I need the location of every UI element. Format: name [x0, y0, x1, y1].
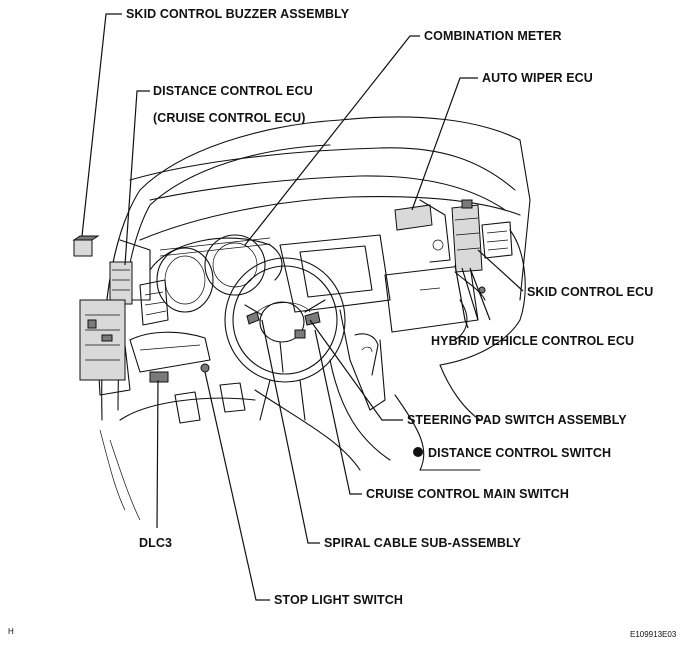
- label-auto-wiper-ecu: AUTO WIPER ECU: [482, 71, 593, 85]
- label-cruise-control-ecu: (CRUISE CONTROL ECU): [153, 111, 305, 125]
- label-combination-meter: COMBINATION METER: [424, 29, 562, 43]
- distance-ecu-part: [109, 261, 133, 305]
- dlc3-part: [149, 371, 169, 383]
- figure-code: E109913E03: [630, 630, 677, 639]
- buzzer-part: [73, 239, 93, 257]
- skid-control-ecu-part: [451, 204, 483, 273]
- label-stop-light-switch: STOP LIGHT SWITCH: [274, 593, 403, 607]
- label-skid-control-ecu: SKID CONTROL ECU: [527, 285, 653, 299]
- bullet-icon: [413, 447, 423, 457]
- label-dlc3: DLC3: [139, 536, 172, 550]
- auto-wiper-ecu-part: [394, 204, 433, 231]
- labels: SKID CONTROL BUZZER ASSEMBLY DISTANCE CO…: [126, 7, 653, 607]
- dashboard-drawing: [94, 116, 531, 521]
- label-hybrid-vehicle-control-ecu: HYBRID VEHICLE CONTROL ECU: [431, 334, 634, 348]
- leader-lines: [81, 13, 524, 601]
- stop-light-switch-part: [200, 363, 210, 373]
- label-spiral-cable: SPIRAL CABLE SUB-ASSEMBLY: [324, 536, 522, 550]
- corner-mark: H: [8, 627, 14, 636]
- label-distance-control-ecu: DISTANCE CONTROL ECU: [153, 84, 313, 98]
- components: [72, 199, 486, 383]
- label-cruise-control-main-switch: CRUISE CONTROL MAIN SWITCH: [366, 487, 569, 501]
- label-distance-control-switch: DISTANCE CONTROL SWITCH: [428, 446, 611, 460]
- label-skid-control-buzzer: SKID CONTROL BUZZER ASSEMBLY: [126, 7, 350, 21]
- label-steering-pad-switch: STEERING PAD SWITCH ASSEMBLY: [407, 413, 627, 427]
